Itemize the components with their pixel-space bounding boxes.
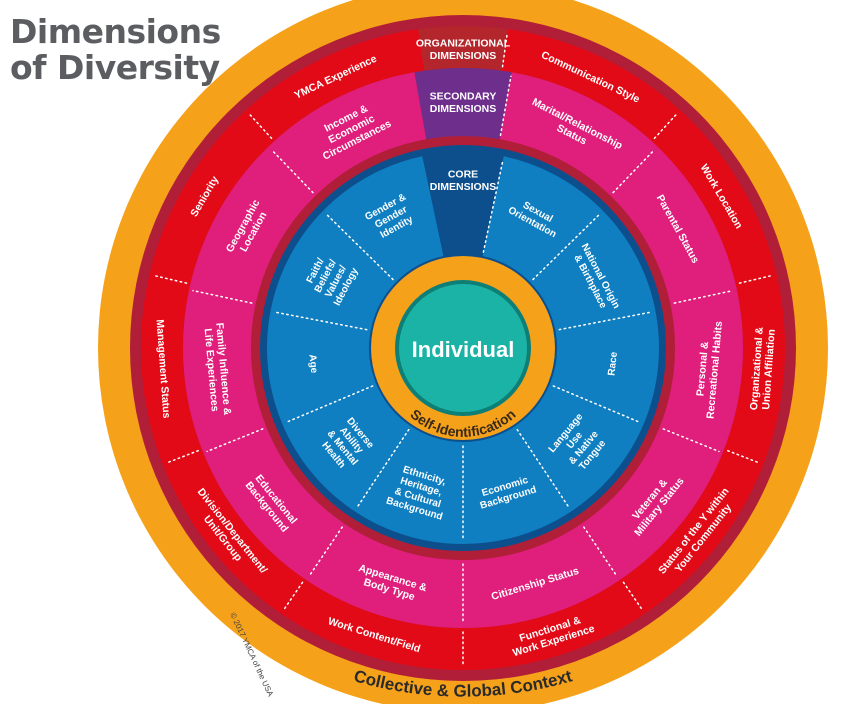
core-label-age-line: Age (306, 354, 319, 374)
core-segment-sexual-orientation (482, 156, 604, 283)
sec-divider (662, 428, 720, 453)
core-divider (325, 212, 394, 281)
title-line-1: Dimensions (10, 12, 221, 51)
core-divider (558, 311, 653, 331)
sec-segment-family-influence (183, 289, 267, 453)
org-divider (622, 581, 644, 612)
core-divider (482, 159, 504, 253)
individual-center (395, 280, 531, 416)
page-title: Dimensions of Diversity (10, 14, 221, 86)
org-segment-communication-style (501, 29, 681, 142)
core-segment-language (515, 384, 644, 512)
sec-divider (307, 526, 343, 578)
sec-divider (192, 289, 253, 304)
org-label-union-affiliation-line: Union Affiliation (760, 329, 778, 410)
core-divider (355, 428, 410, 509)
org-segment-seniority (149, 110, 275, 285)
sec-divider (673, 289, 734, 304)
core-segment-faith (270, 210, 396, 331)
core-header-segment (422, 151, 504, 257)
core-segment-national-origin (530, 210, 656, 331)
sec-segment-military-status (581, 427, 723, 581)
org-segment-status-of-y (621, 449, 764, 614)
org-divider (152, 274, 188, 284)
core-segment-ability (282, 384, 411, 512)
sec-segment-citizenship-status (463, 523, 620, 628)
core-divider (285, 385, 374, 424)
core-divider (516, 428, 571, 509)
core-segment-ethnicity (354, 426, 463, 544)
core-divider (532, 212, 601, 281)
sec-divider (612, 148, 656, 194)
sec-segment-educational-background (203, 427, 345, 581)
title-line-2: of Diversity (10, 48, 220, 87)
sec-segment-income (268, 72, 427, 196)
org-segment-ymca-experience (245, 29, 425, 142)
org-divider (501, 32, 509, 68)
org-divider (247, 112, 273, 140)
core-segment-gender (322, 156, 444, 283)
sec-header-line: DIMENSIONS (430, 103, 497, 115)
individual-label: Individual (412, 337, 515, 362)
org-segment-work-location (651, 110, 777, 285)
org-segment-functional-experience (463, 579, 645, 670)
org-segment-management-status (141, 274, 202, 465)
core-header-line: CORE (448, 168, 478, 180)
org-divider (165, 449, 199, 464)
divider-lines (152, 32, 774, 667)
sec-segment-recreational-habits (659, 289, 743, 453)
org-label-union-affiliation-line: Organizational & (748, 326, 766, 410)
core-label-age: Age (306, 354, 319, 374)
core-label-race-line: Race (606, 351, 619, 376)
sec-header-segment (414, 68, 512, 140)
org-segment-union-affiliation (724, 274, 785, 465)
sec-divider (499, 75, 512, 137)
org-label-union-affiliation: Organizational &Union Affiliation (748, 326, 778, 411)
sec-segment-geographic-location (189, 146, 316, 304)
sec-divider (270, 148, 314, 194)
core-divider (552, 385, 641, 424)
org-divider (282, 581, 304, 612)
org-divider (738, 274, 774, 284)
org-header-segment (418, 26, 508, 71)
org-segment-work-content (281, 579, 463, 670)
org-divider (653, 112, 679, 140)
sec-header-line: SECONDARY (430, 90, 497, 102)
core-label-faith: Faith/Beliefs/Values/Ideology (301, 250, 361, 308)
org-divider (727, 449, 761, 464)
sec-segment-appearance (306, 523, 463, 628)
core-header-line: DIMENSIONS (430, 181, 497, 193)
sec-label-recreational-habits-line: Personal & (694, 341, 711, 397)
sec-divider (583, 526, 619, 578)
sec-divider (206, 428, 264, 453)
core-label-race: Race (606, 351, 619, 376)
org-header-line: ORGANIZATIONAL (416, 37, 511, 49)
core-divider (273, 311, 368, 331)
org-header-line: DIMENSIONS (430, 50, 497, 62)
sec-segment-marital-status (499, 72, 658, 196)
sec-segment-parental-status (610, 146, 737, 304)
org-segment-division (162, 449, 305, 614)
core-segment-economic-background (463, 426, 572, 544)
